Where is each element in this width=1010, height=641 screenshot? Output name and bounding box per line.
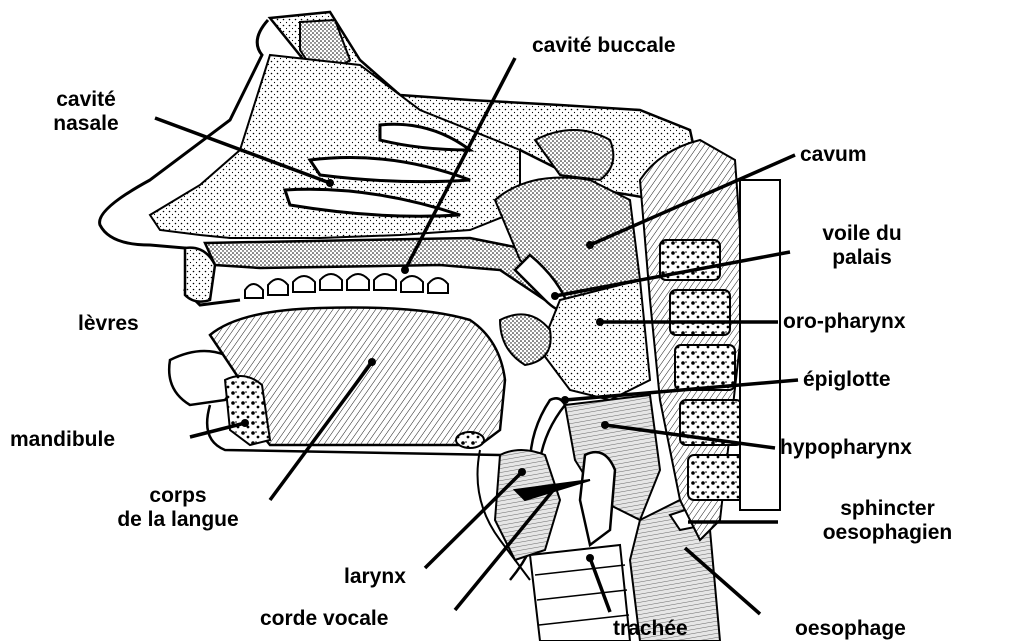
label-corps-line1: corps [78,484,278,508]
thyroid-cartilage [580,452,615,545]
label-corps-line2: de la langue [78,508,278,532]
vertebral-column-edge [740,180,780,510]
label-cavum: cavum [800,143,867,167]
label-mandibule: mandibule [10,428,115,452]
larynx-cartilage [495,450,560,560]
hyoid-bone [456,432,484,448]
label-oesophage: oesophage [795,617,906,641]
label-cavite-nasale-line2: nasale [36,112,136,136]
label-voile-du-palais-line1: voile du [798,222,926,246]
label-sphincter-line1: sphincter [780,497,995,521]
label-voile-du-palais: voile du palais [798,222,926,270]
label-corde-vocale: corde vocale [260,607,388,631]
label-voile-du-palais-line2: palais [798,246,926,270]
label-larynx: larynx [344,565,406,589]
tonsil [500,314,551,365]
label-corps-de-la-langue: corps de la langue [78,484,278,532]
label-cavite-nasale: cavité nasale [36,88,136,136]
label-oro-pharynx: oro-pharynx [783,310,906,334]
label-sphincter-oesophagien: sphincter oesophagien [780,497,995,545]
label-sphincter-line2: oesophagien [780,521,995,545]
sphenoid-sinus [535,130,613,180]
label-cavite-buccale: cavité buccale [532,34,676,58]
label-epiglotte: épiglotte [803,368,891,392]
label-hypopharynx: hypopharynx [780,436,912,460]
upper-teeth [245,274,448,298]
label-levres: lèvres [78,312,139,336]
label-cavite-nasale-line1: cavité [36,88,136,112]
label-trachee: trachée [613,617,688,641]
